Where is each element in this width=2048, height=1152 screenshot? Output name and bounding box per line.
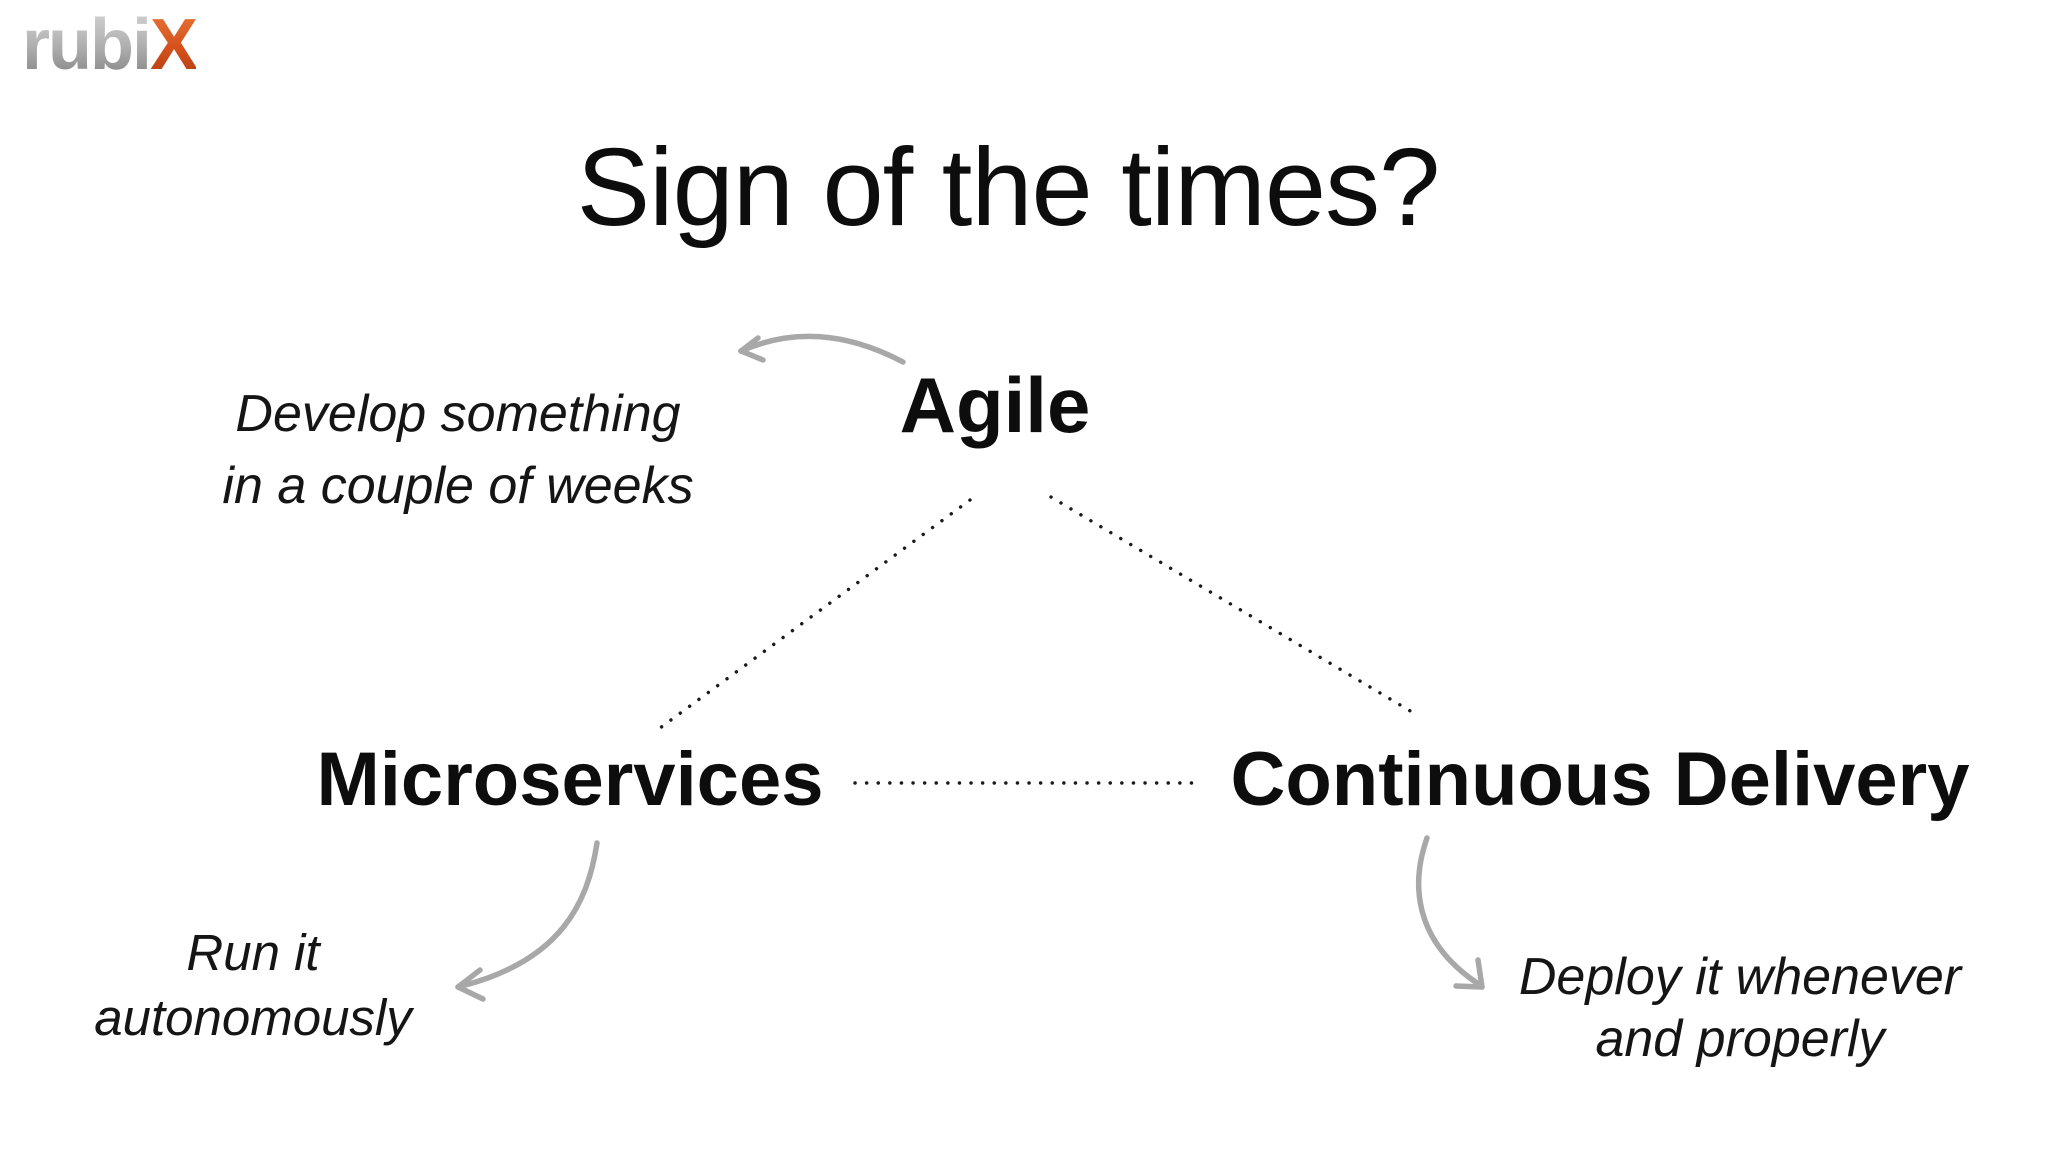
page-title: Sign of the times? <box>576 126 1440 249</box>
edge-agile-continuous-delivery <box>1049 495 1419 717</box>
node-microservices: Microservices <box>316 737 824 822</box>
agile-note-arrow-icon <box>738 333 906 365</box>
note-microservices-line1: Run it <box>186 924 320 981</box>
company-logo: rubiX <box>22 5 198 85</box>
note-microservices-line2: autonomously <box>94 989 412 1046</box>
note-agile-line1: Develop something <box>235 385 681 443</box>
note-continuous-delivery-line2: and properly <box>1595 1010 1885 1068</box>
continuous-delivery-note-arrow-icon <box>1415 835 1485 990</box>
logo-text-gray: rubi <box>22 5 152 85</box>
note-continuous-delivery: Deploy it whenever and properly <box>1519 946 1961 1070</box>
note-agile-line2: in a couple of weeks <box>222 457 694 515</box>
microservices-note-arrow-icon <box>455 840 600 1002</box>
node-agile: Agile <box>899 361 1091 449</box>
note-continuous-delivery-line1: Deploy it whenever <box>1518 948 1962 1006</box>
logo-text-accent: X <box>149 5 198 85</box>
edge-agile-microservices <box>654 498 972 733</box>
note-agile: Develop something in a couple of weeks <box>222 378 693 522</box>
note-microservices: Run it autonomously <box>94 920 412 1050</box>
node-continuous-delivery: Continuous Delivery <box>1230 737 1970 822</box>
